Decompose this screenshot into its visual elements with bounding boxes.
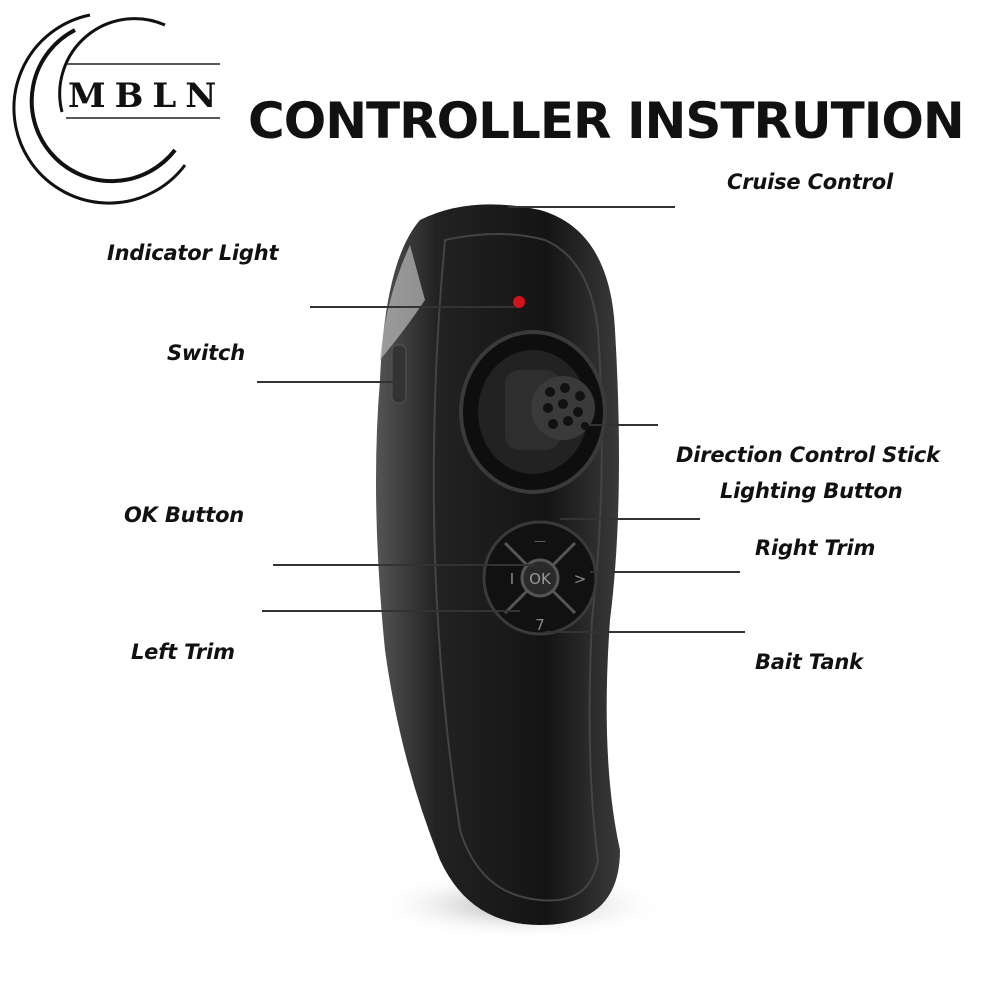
- leader-lines: [257, 206, 745, 633]
- right-trim-glyph: >: [574, 570, 587, 588]
- label-switch: Switch: [167, 341, 245, 365]
- label-direction-stick: Direction Control Stick: [676, 443, 940, 467]
- brand-logo: MBLN: [12, 13, 225, 205]
- indicator-light: [513, 296, 525, 308]
- label-ok-button: OK Button: [124, 503, 245, 527]
- ok-glyph: OK: [529, 570, 552, 588]
- label-lighting-button: Lighting Button: [720, 479, 903, 503]
- d-pad: OK I > 7 —: [482, 520, 598, 636]
- lighting-glyph: —: [534, 534, 546, 548]
- label-cruise-control: Cruise Control: [727, 170, 893, 194]
- label-left-trim: Left Trim: [131, 640, 235, 664]
- logo-text: MBLN: [68, 76, 225, 116]
- page-title: CONTROLLER INSTRUTION: [248, 92, 965, 150]
- label-indicator-light: Indicator Light: [107, 241, 279, 265]
- label-right-trim: Right Trim: [755, 536, 876, 560]
- power-switch: [391, 344, 407, 404]
- bait-tank-glyph: 7: [535, 616, 545, 634]
- left-trim-glyph: I: [510, 570, 514, 588]
- label-bait-tank: Bait Tank: [755, 650, 863, 674]
